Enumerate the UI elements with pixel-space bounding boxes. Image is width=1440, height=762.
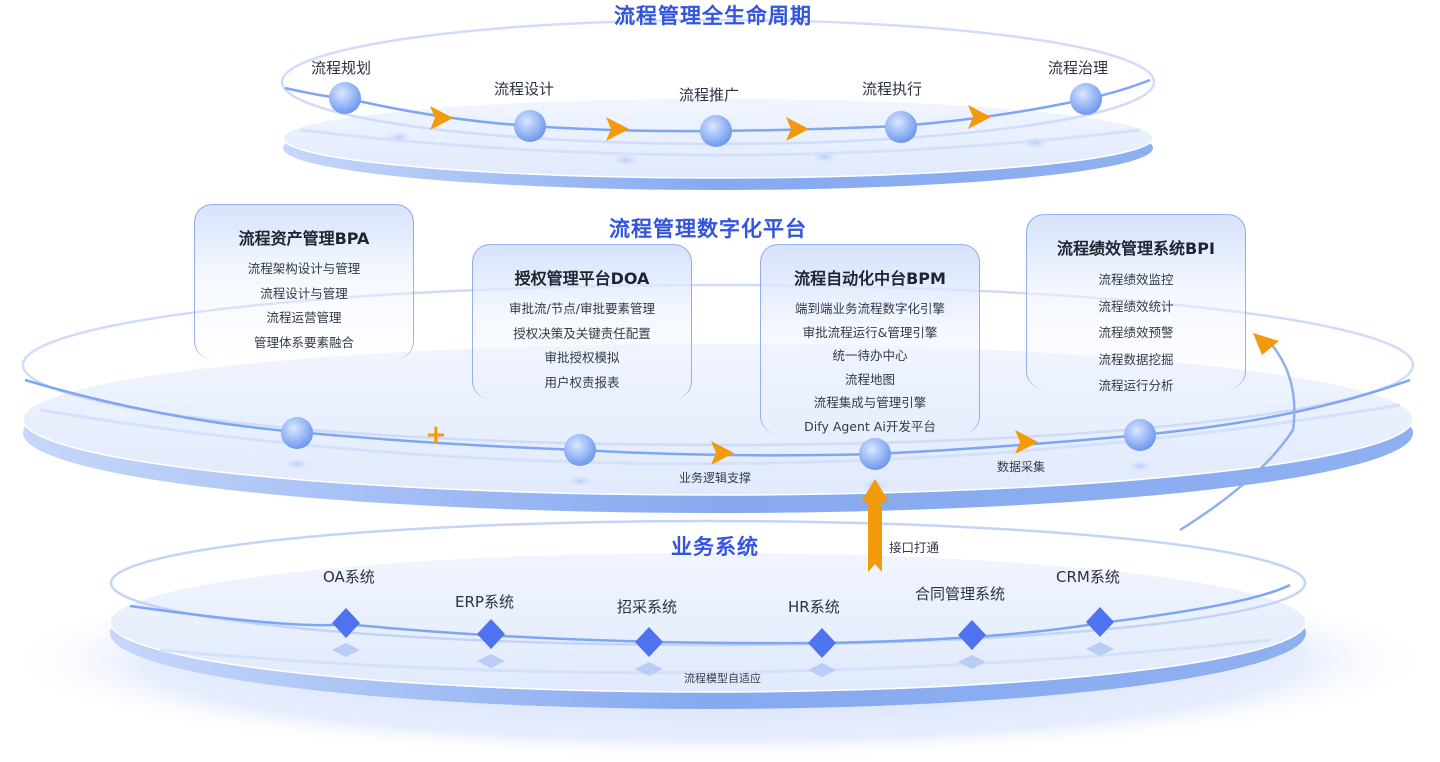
card-bpm-title: 流程自动化中台BPM (794, 269, 946, 288)
adaptive-label: 流程模型自适应 (684, 672, 761, 685)
system-label-contract: 合同管理系统 (915, 585, 1006, 603)
card-bpm-item: 端到端业务流程数字化引擎 (794, 301, 945, 316)
card-doa: 授权管理平台DOA 审批流/节点/审批要素管理 授权决策及关键责任配置 审批授权… (472, 244, 692, 399)
flow-arrow-icon (430, 106, 453, 130)
stage-node-sphere (885, 111, 917, 143)
system-node-diamond (808, 628, 836, 658)
system-node-reflection (477, 654, 505, 668)
stage-label-promotion: 流程推广 (679, 86, 740, 104)
bottom-ring (109, 519, 1307, 647)
card-bpi-item: 流程绩效预警 (1098, 325, 1174, 340)
system-node-diamond (635, 627, 663, 657)
bottom-inner-ring (159, 638, 1271, 675)
stage-node-shadow (809, 150, 841, 164)
card-bpi-item: 流程绩效监控 (1098, 272, 1174, 287)
card-bpm-item: 流程地图 (844, 371, 895, 387)
bottom-disc-top (109, 551, 1307, 693)
card-bpm: 流程自动化中台BPM 端到端业务流程数字化引擎 审批流程运行&管理引擎 统一待办… (760, 244, 980, 434)
flow-arrow-icon (711, 441, 734, 465)
card-bpa-item: 流程运营管理 (266, 310, 342, 325)
flow-arrow-icon (968, 105, 991, 129)
stage-node-shadow (1019, 136, 1051, 150)
business-logic-label: 业务逻辑支撑 (679, 471, 752, 485)
card-bpi: 流程绩效管理系统BPI 流程绩效监控 流程绩效统计 流程绩效预警 流程数据挖掘 … (1026, 214, 1246, 393)
platform-node-shadow (564, 474, 596, 488)
platform-node-shadow (1124, 459, 1156, 473)
stage-label-governance: 流程治理 (1048, 59, 1109, 77)
card-bpi-item: 流程绩效统计 (1098, 298, 1174, 314)
stage-node-sphere (700, 115, 732, 147)
system-node-diamond (958, 620, 986, 650)
card-bpi-item: 流程运行分析 (1098, 378, 1174, 393)
system-node-reflection (332, 643, 360, 657)
card-doa-item: 审批流/节点/审批要素管理 (509, 301, 655, 316)
system-label-procurement: 招采系统 (617, 598, 678, 616)
business-title: 业务系统 (671, 535, 759, 559)
card-doa-item: 审批授权模拟 (544, 350, 620, 365)
lifecycle-title: 流程管理全生命周期 (614, 4, 812, 28)
system-label-oa: OA系统 (323, 568, 375, 586)
card-bpa: 流程资产管理BPA 流程架构设计与管理 流程设计与管理 流程运营管理 管理体系要… (194, 204, 414, 359)
platform-node-sphere (1124, 419, 1156, 451)
interface-up-arrow (861, 479, 889, 572)
stage-label-execution: 流程执行 (862, 80, 923, 98)
card-bpm-item: 审批流程运行&管理引擎 (802, 324, 938, 340)
flow-arrow-icon (786, 117, 809, 141)
platform-title: 流程管理数字化平台 (609, 217, 807, 241)
platform-node-shadow (281, 457, 313, 471)
platform-node-sphere (859, 438, 891, 470)
card-bpa-item: 流程架构设计与管理 (247, 261, 361, 276)
stage-label-design: 流程设计 (494, 80, 555, 98)
system-node-diamond (1086, 607, 1114, 637)
interface-label: 接口打通 (889, 540, 940, 555)
card-bpa-item: 流程设计与管理 (260, 285, 348, 301)
system-node-diamond (332, 608, 360, 638)
card-bpm-item: Dify Agent Ai开发平台 (804, 418, 936, 434)
system-node-diamond (477, 619, 505, 649)
card-bpi-item: 流程数据挖掘 (1098, 351, 1174, 367)
system-node-reflection (635, 662, 663, 676)
card-bpa-title: 流程资产管理BPA (238, 229, 370, 248)
card-doa-item: 授权决策及关键责任配置 (513, 325, 651, 341)
system-node-reflection (958, 655, 986, 669)
plus-icon: + (425, 420, 447, 450)
system-label-crm: CRM系统 (1056, 568, 1120, 586)
system-label-erp: ERP系统 (455, 593, 514, 611)
middle-inner-ring (39, 403, 1401, 466)
card-bpi-title: 流程绩效管理系统BPI (1057, 239, 1215, 258)
feedback-arrow-head (1253, 333, 1279, 355)
flow-arrow-icon (606, 117, 629, 141)
platform-node-sphere (281, 417, 313, 449)
stage-node-shadow (383, 130, 415, 144)
top-inner-ring (299, 128, 1141, 157)
card-bpm-item: 统一待办中心 (832, 348, 908, 363)
card-doa-title: 授权管理平台DOA (514, 269, 650, 288)
system-node-reflection (808, 663, 836, 677)
stage-label-planning: 流程规划 (311, 59, 372, 77)
card-doa-item: 用户权责报表 (544, 374, 620, 390)
platform-node-sphere (564, 434, 596, 466)
card-bpa-item: 管理体系要素融合 (253, 334, 354, 350)
card-bpm-item: 流程集成与管理引擎 (813, 395, 927, 410)
flow-arrow-icon (1015, 430, 1038, 454)
stage-node-sphere (329, 82, 361, 114)
system-node-reflection (1086, 642, 1114, 656)
stage-node-sphere (1070, 83, 1102, 115)
bottom-flow-line (129, 583, 1291, 645)
data-collection-label: 数据采集 (997, 460, 1046, 474)
feedback-curve (1179, 344, 1296, 532)
stage-node-sphere (514, 110, 546, 142)
system-label-hr: HR系统 (788, 598, 840, 616)
stage-node-shadow (610, 153, 642, 167)
